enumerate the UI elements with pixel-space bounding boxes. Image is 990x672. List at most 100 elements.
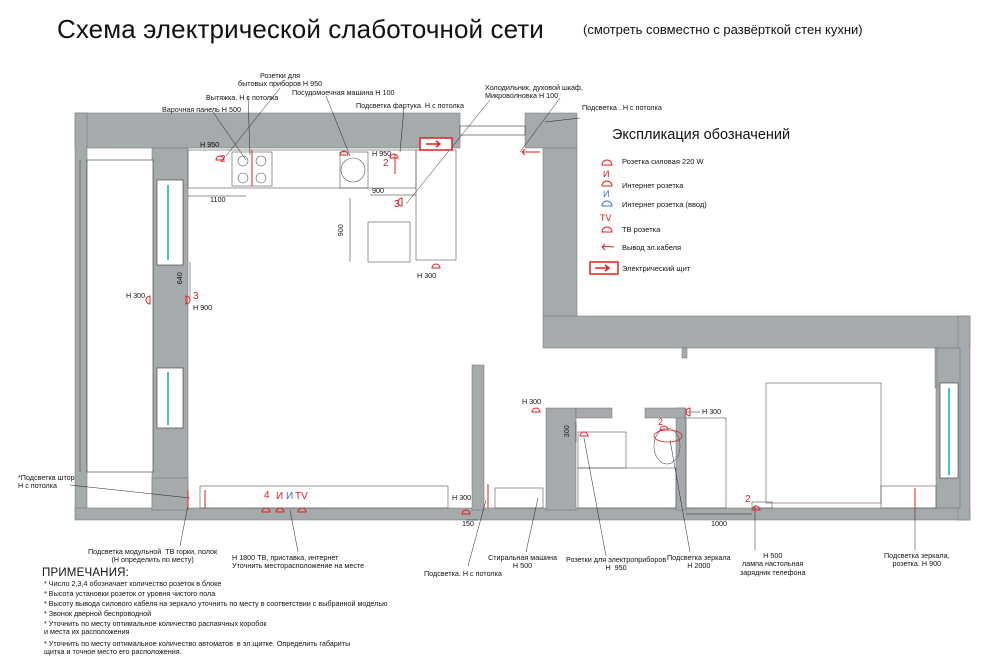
label-tv-module-light: Подсветка модульной ТВ горки, полок (Н о… (88, 547, 218, 565)
window-left-inner-2 (156, 367, 184, 429)
note-item: * Высоту вывода силового кабеля на зерка… (44, 599, 388, 608)
internet-input-socket-icon (601, 200, 613, 207)
dim-900-h: 900 (372, 186, 384, 195)
wall-left (74, 112, 88, 519)
legend-item: Розетка силовая 220 W (622, 157, 704, 166)
power-socket-icon (431, 263, 441, 269)
socket-count-mark: 3 (193, 291, 199, 302)
window-left-inner (156, 179, 184, 266)
label-h300-kitchen: Н 300 (417, 271, 437, 280)
mirror-light-icon (653, 429, 683, 443)
power-socket-icon (751, 505, 761, 511)
legend-item: Интернет розетка (622, 181, 684, 190)
socket-count-mark: 3 (394, 199, 400, 210)
power-socket-icon (685, 407, 691, 417)
dim-900-v: 900 (335, 224, 345, 237)
wall-top-right-block (524, 112, 578, 149)
power-socket-icon (461, 509, 471, 515)
legend-title: Экспликация обозначений (612, 127, 791, 143)
label-mirror-light: Подсветка зеркала Н 2000 (667, 553, 731, 571)
internet-socket-icon (275, 507, 285, 513)
internet-input-mark: И (286, 491, 294, 502)
page-title: Схема электрической слаботочной сети (57, 14, 544, 44)
wall-middle (542, 315, 971, 349)
label-cooktop: Варочная панель Н 500 (162, 105, 241, 114)
power-socket-icon (185, 295, 191, 305)
label-curtain-light: *Подсветка штор Н с потолка (18, 473, 75, 491)
power-socket-icon (145, 295, 151, 305)
label-sockets-appliances: Розетки для бытовых приборов Н 950 (238, 71, 323, 89)
door-top (459, 125, 526, 136)
wall-corridor (542, 147, 578, 317)
walls (74, 112, 971, 521)
label-h300-wc: Н 300 (702, 407, 722, 416)
legend-mark: И (603, 189, 610, 199)
wall-bottom (74, 507, 971, 521)
cable-outlet-icon (521, 148, 540, 156)
wall-niche-right (934, 347, 938, 389)
label-light-ceiling-top: Подсветка . Н с потолка (582, 103, 662, 112)
legend-icons (601, 159, 615, 251)
dim-1000: 1000 (711, 519, 727, 528)
socket-count-mark: 2 (220, 154, 226, 165)
label-h950-left: Н 950 (200, 140, 220, 149)
dimensions (188, 194, 752, 521)
label-dishwasher: Посудомоечная машина Н 100 (292, 88, 395, 97)
power-socket-icon (579, 431, 589, 437)
sink (340, 157, 366, 183)
internet-socket-icon (601, 180, 613, 187)
label-backsplash-light: Подсветка фартука. Н с потолка (356, 101, 464, 110)
dim-1100: 1100 (210, 195, 226, 204)
power-socket-icon (397, 197, 403, 207)
note-item: * Число 2,3,4 обозначает количество розе… (44, 579, 222, 588)
tv-socket-icon (601, 226, 613, 233)
note-item: * Высота установки розеток от уровня чис… (44, 589, 216, 598)
socket-count-mark: 2 (383, 158, 389, 169)
legend-mark: TV (600, 213, 612, 223)
label-mirror-light-right: Подсветка зеркала, розетка. Н 900 (884, 551, 950, 569)
socket-count-mark: 4 (264, 490, 270, 501)
tv-mark: TV (295, 491, 308, 502)
label-washing-machine: Стиральная машина Н 500 (488, 553, 557, 571)
label-bath-sockets: Розетки для электроприборов Н 950 (566, 555, 667, 573)
leader-lines (69, 87, 916, 567)
label-h900-left: Н 900 (193, 303, 213, 312)
dim-150: 150 (462, 519, 474, 528)
wall-wc-top (644, 407, 686, 419)
dim-640: 640 (174, 272, 184, 285)
kitchen-island (367, 221, 411, 263)
wall-partition-2 (545, 407, 577, 511)
label-h300-left: Н 300 (126, 291, 146, 300)
bath-sink (577, 431, 627, 469)
power-socket-icon (215, 155, 225, 161)
tv-cabinet (199, 485, 449, 509)
window-left (86, 159, 154, 473)
socket-count-mark: 2 (658, 417, 664, 427)
legend-item: Вывод эл.кабеля (622, 243, 682, 252)
label-light-ceiling-bottom: Подсветка. Н с потолка (424, 569, 502, 578)
bed (765, 382, 882, 504)
wall-kitchen-top (74, 112, 461, 149)
power-socket-icon (339, 150, 349, 156)
wall-left-bottom (151, 477, 189, 511)
wall-bath-top (575, 407, 613, 419)
wall-partition-3 (675, 407, 687, 511)
label-h300-bath: Н 300 (522, 397, 542, 406)
power-socket-icon (389, 153, 399, 159)
dim-300: 300 (561, 425, 571, 438)
power-socket-icon (531, 407, 541, 413)
cable-outlet-icon (601, 243, 615, 251)
label-lamp: Н 500 лампа настольная зарядник телефона (740, 551, 806, 577)
power-socket-icon (601, 159, 613, 166)
legend-item: ТВ розетка (622, 225, 661, 234)
tv-socket-icon (297, 507, 307, 513)
note-item: * Уточнить по месту оптимальное количест… (44, 639, 351, 657)
label-h950-right: Н 950 (372, 149, 392, 158)
label-fridge-oven: Холодильник, духовой шкаф, Микроволновка… (485, 83, 583, 101)
note-item: * Звонок дверной беспроводной (44, 609, 152, 618)
legend-item: Интернет розетка (ввод) (622, 200, 707, 209)
legend-item: Электрический щит (622, 264, 691, 273)
power-socket-icon (261, 507, 271, 513)
